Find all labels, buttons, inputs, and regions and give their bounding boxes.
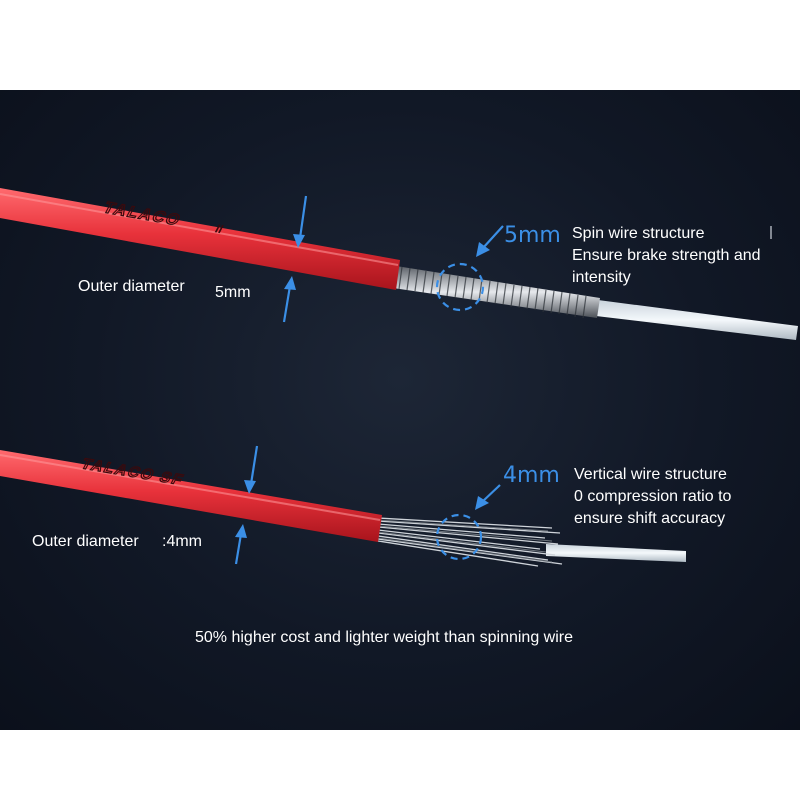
cable-illustration: TALACO II	[0, 188, 798, 567]
bottom-feature-line-2: 0 compression ratio to	[574, 488, 732, 505]
bottom-zoom-size: 4mm	[503, 463, 560, 488]
bottom-diameter-arrows	[234, 445, 259, 565]
top-liner	[596, 300, 798, 340]
top-zoom-size: 5mm	[504, 223, 561, 248]
bottom-feature-text: Vertical wire structure 0 compression ra…	[574, 464, 731, 530]
bottom-zoom-circle	[435, 513, 483, 561]
top-feature-line-1: Spin wire structure	[572, 225, 705, 242]
top-feature-text: Spin wire structure Ensure brake strengt…	[572, 223, 761, 289]
top-zoom-circle	[435, 262, 485, 312]
bottom-feature-line-1: Vertical wire structure	[574, 466, 727, 483]
bottom-cable: TALACO SF	[0, 445, 686, 567]
bottom-feature-line-3: ensure shift accuracy	[574, 510, 726, 527]
bottom-wire-strands	[377, 517, 563, 567]
top-feature-line-2: Ensure brake strength and	[572, 247, 761, 264]
bottom-liner	[546, 544, 686, 562]
top-outer-diameter-label: Outer diameter	[78, 278, 185, 295]
bottom-outer-diameter-label: Outer diameter	[32, 533, 139, 550]
top-housing	[0, 188, 400, 290]
bottom-housing	[0, 450, 382, 542]
bottom-outer-diameter-value: :4mm	[162, 533, 202, 550]
top-coil-turns	[398, 266, 587, 319]
footer-note: 50% higher cost and lighter weight than …	[195, 629, 574, 646]
top-diameter-arrows	[282, 195, 308, 323]
product-panel: TALACO II	[0, 90, 800, 730]
top-feature-line-3: intensity	[572, 269, 631, 286]
top-outer-diameter-value: 5mm	[215, 284, 251, 301]
